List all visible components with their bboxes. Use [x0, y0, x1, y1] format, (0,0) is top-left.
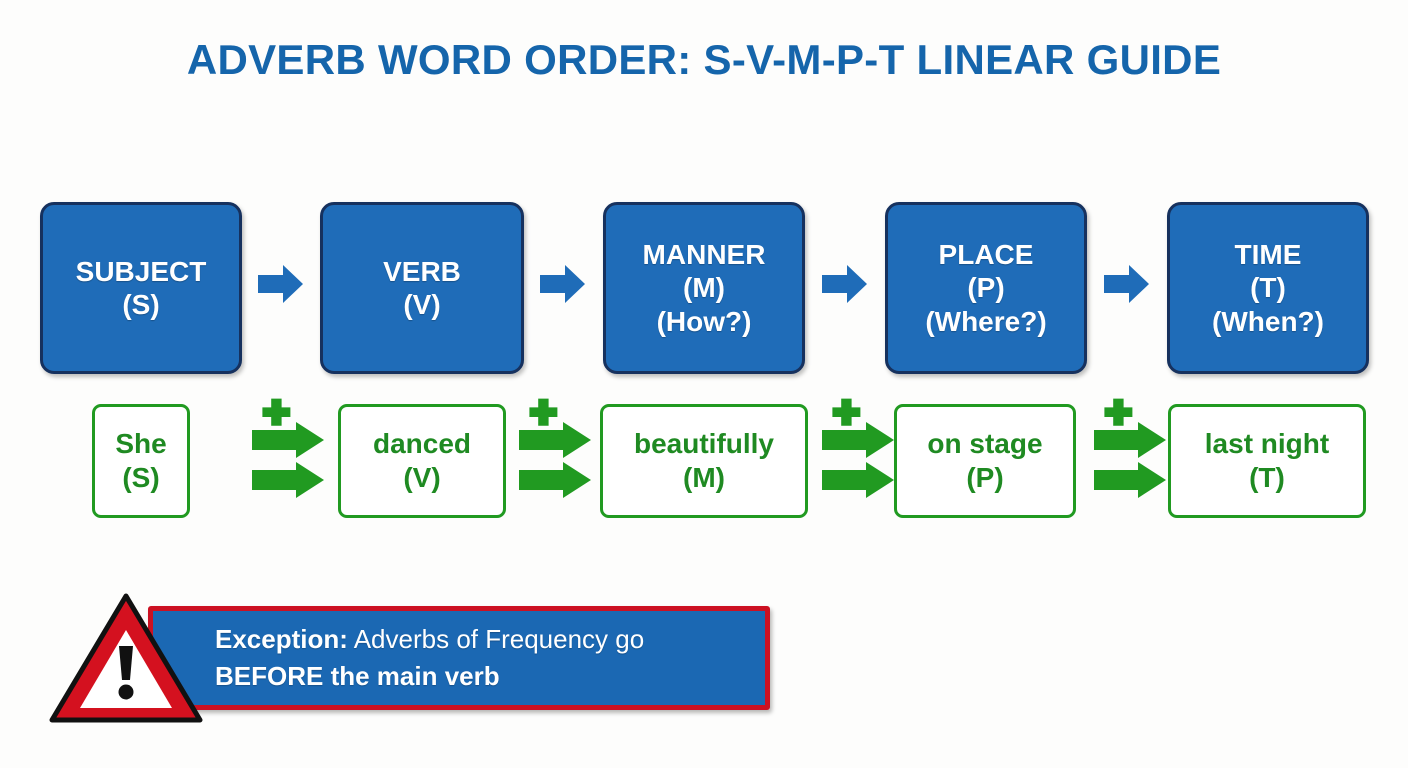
structure-box-subject-line-1: (S) [122, 289, 160, 320]
exception-bold-lead: Exception: [215, 624, 348, 655]
plus-double-arrow-connector-3 [822, 398, 900, 506]
structure-box-time-line-0: TIME [1234, 239, 1302, 271]
structure-box-manner-line-1: (M) [683, 272, 725, 304]
example-box-on-stage[interactable]: on stage (P) [894, 404, 1076, 518]
structure-box-time-line-2: (When?) [1212, 305, 1324, 337]
exception-text-mid: Adverbs of Frequency go [347, 624, 645, 655]
example-box-on-stage-line-0: on stage [927, 428, 1043, 460]
example-box-she-line-1: (S) [122, 462, 160, 493]
structure-box-place-line-2: (Where?) [925, 305, 1047, 337]
structure-box-verb-line-1: (V) [403, 289, 441, 320]
structure-box-place[interactable]: PLACE (P) (Where?) [885, 202, 1087, 374]
structure-box-verb[interactable]: VERB (V) [320, 202, 524, 374]
exception-callout-text: Exception: Adverbs of Frequency go BEFOR… [153, 621, 765, 695]
plus-double-arrow-connector-4 [1094, 398, 1172, 506]
example-box-beautifully-line-1: (M) [683, 462, 725, 493]
example-box-last-night-line-1: (T) [1249, 462, 1285, 493]
example-box-danced[interactable]: danced (V) [338, 404, 506, 518]
structure-box-place-line-0: PLACE [938, 239, 1034, 271]
arrow-right-icon-3 [822, 263, 868, 305]
structure-box-verb-line-0: VERB [383, 255, 461, 287]
example-box-she-line-0: She [115, 428, 167, 460]
arrow-right-icon-1 [258, 263, 304, 305]
example-box-she[interactable]: She (S) [92, 404, 190, 518]
structure-box-manner-line-2: (How?) [656, 305, 752, 337]
structure-box-time-line-1: (T) [1250, 272, 1286, 304]
warning-triangle-icon [48, 590, 204, 726]
example-box-last-night-line-0: last night [1204, 428, 1330, 460]
exception-bold-tail: BEFORE the main verb [215, 661, 500, 691]
example-box-on-stage-line-1: (P) [966, 462, 1004, 493]
arrow-right-icon-4 [1104, 263, 1150, 305]
structure-box-time[interactable]: TIME (T) (When?) [1167, 202, 1369, 374]
exception-callout[interactable]: Exception: Adverbs of Frequency go BEFOR… [148, 606, 770, 710]
arrow-right-icon-2 [540, 263, 586, 305]
page-title: ADVERB WORD ORDER: S-V-M-P-T LINEAR GUID… [186, 36, 1222, 83]
plus-double-arrow-connector-2 [519, 398, 597, 506]
example-box-danced-line-1: (V) [403, 462, 441, 493]
example-box-danced-line-0: danced [372, 428, 472, 460]
example-box-beautifully[interactable]: beautifully (M) [600, 404, 808, 518]
structure-box-manner[interactable]: MANNER (M) (How?) [603, 202, 805, 374]
structure-box-place-line-1: (P) [967, 272, 1005, 304]
structure-box-subject[interactable]: SUBJECT (S) [40, 202, 242, 374]
example-box-beautifully-line-0: beautifully [633, 428, 774, 460]
plus-double-arrow-connector-1 [252, 398, 330, 506]
example-box-last-night[interactable]: last night (T) [1168, 404, 1366, 518]
structure-box-manner-line-0: MANNER [642, 239, 766, 271]
structure-box-subject-line-0: SUBJECT [75, 255, 207, 287]
